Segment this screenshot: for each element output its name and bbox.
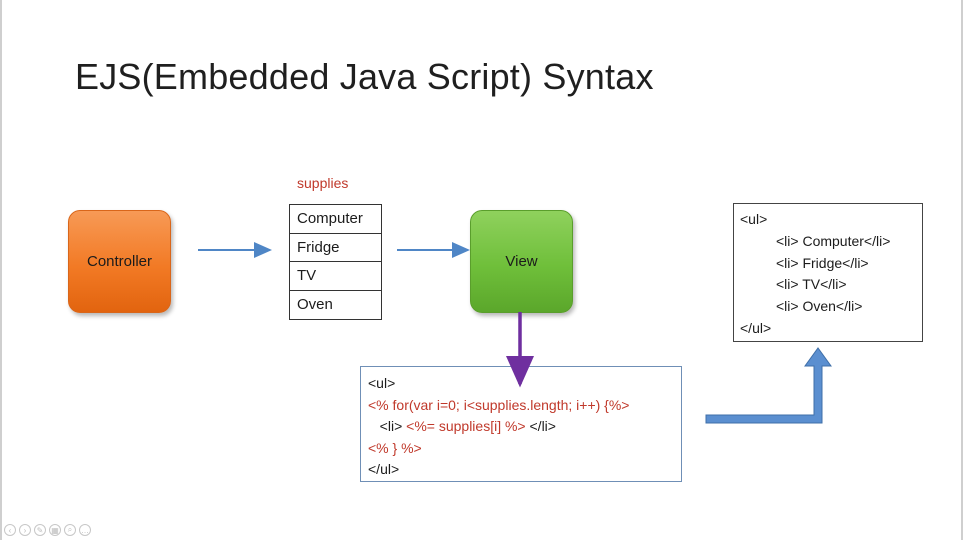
code-line: <% } %> — [368, 439, 422, 456]
supplies-item: Fridge — [290, 234, 381, 262]
code-line: </ul> — [368, 461, 400, 477]
presentation-toolbar: ‹ › ✎ ▦ ⌕ … — [4, 524, 91, 538]
supplies-item: Oven — [297, 295, 333, 313]
supplies-item: Computer — [290, 205, 381, 234]
supplies-table: Computer Fridge TV Oven — [289, 204, 382, 320]
output-line: </ul> — [740, 319, 772, 336]
code-line-expression: <%= supplies[i] %> — [406, 418, 526, 434]
supplies-label: supplies — [297, 175, 349, 191]
rendered-html-output-box: <ul> <li> Computer</li> <li> Fridge</li>… — [733, 203, 923, 342]
view-label: View — [505, 253, 538, 270]
more-icon[interactable]: … — [79, 524, 91, 536]
view-box: View — [470, 210, 573, 313]
output-line: <ul> — [740, 211, 768, 227]
prev-icon[interactable]: ‹ — [4, 524, 16, 536]
ejs-template-code-box: <ul> <% for(var i=0; i<supplies.length; … — [360, 366, 682, 482]
code-line-suffix: </li> — [525, 418, 556, 434]
output-line: <li> Computer</li> — [776, 232, 891, 249]
zoom-icon[interactable]: ⌕ — [64, 524, 76, 536]
slide-title: EJS(Embedded Java Script) Syntax — [75, 56, 654, 97]
code-line: <% for(var i=0; i<supplies.length; i++) … — [368, 396, 630, 413]
code-line: <li> <%= supplies[i] %> </li> — [368, 416, 681, 438]
output-line: <li> Oven</li> — [776, 298, 863, 315]
pen-icon[interactable]: ✎ — [34, 524, 46, 536]
output-line: <li> Fridge</li> — [776, 254, 869, 271]
next-icon[interactable]: › — [19, 524, 31, 536]
slides-icon[interactable]: ▦ — [49, 524, 61, 536]
controller-label: Controller — [86, 253, 153, 270]
controller-box: Controller — [68, 210, 171, 313]
arrow-code-to-output — [705, 347, 832, 424]
supplies-item: TV — [290, 262, 381, 291]
code-line: <ul> — [368, 375, 396, 391]
output-line: <li> TV</li> — [776, 276, 847, 293]
code-line-prefix: <li> — [368, 418, 407, 434]
